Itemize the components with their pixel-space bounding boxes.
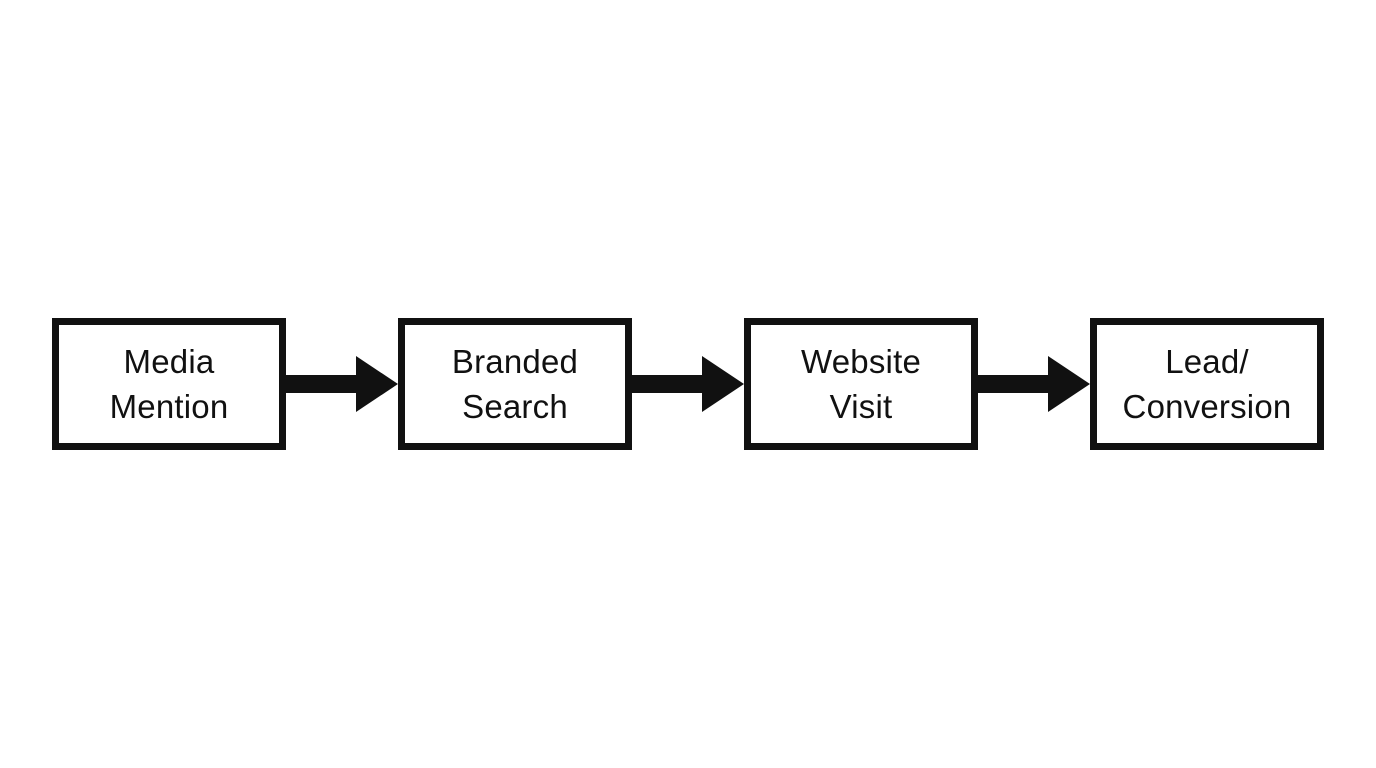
node-label-line: Branded bbox=[451, 343, 579, 380]
node-label-line: Website bbox=[800, 343, 921, 380]
arrow-right-icon bbox=[286, 318, 398, 450]
flow-row: Media Mention Branded Search Web bbox=[52, 318, 1324, 450]
node-media-mention: Media Mention bbox=[52, 318, 286, 450]
node-label-line: Search bbox=[462, 388, 568, 425]
node-label-line: Visit bbox=[829, 388, 893, 425]
arrow-right-icon bbox=[632, 318, 744, 450]
node-website-visit: Website Visit bbox=[744, 318, 978, 450]
node-label: Media Mention bbox=[110, 339, 229, 429]
node-lead-conversion: Lead/ Conversion bbox=[1090, 318, 1324, 450]
node-label: Website Visit bbox=[801, 339, 921, 429]
node-label: Lead/ Conversion bbox=[1123, 339, 1292, 429]
node-label-line: Lead/ bbox=[1165, 343, 1249, 380]
node-branded-search: Branded Search bbox=[398, 318, 632, 450]
node-label-line: Media bbox=[123, 343, 215, 380]
arrow-right-icon bbox=[978, 318, 1090, 450]
node-label-line: Conversion bbox=[1122, 388, 1292, 425]
node-label: Branded Search bbox=[452, 339, 578, 429]
node-label-line: Mention bbox=[109, 388, 229, 425]
